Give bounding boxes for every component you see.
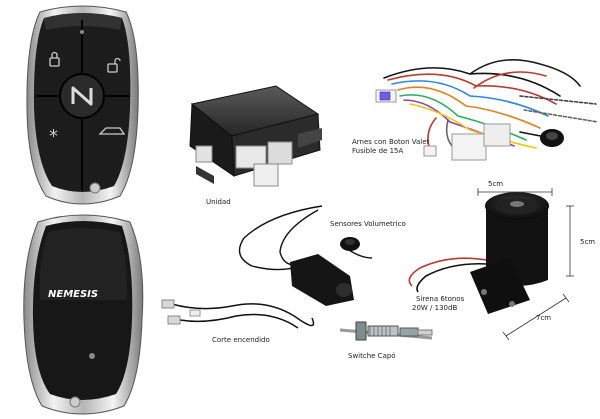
lock-icon bbox=[49, 57, 60, 67]
label-unit: Unidad bbox=[206, 198, 231, 206]
label-ignition-cut: Corte encendido bbox=[212, 336, 270, 344]
remote-front: * bbox=[26, 5, 139, 205]
ignition-cut-cable bbox=[161, 299, 315, 329]
hood-switch bbox=[339, 321, 433, 341]
control-unit bbox=[189, 85, 322, 187]
unlock-icon bbox=[107, 63, 118, 73]
label-hood-switch: Switche Capó bbox=[348, 352, 396, 360]
panic-icon: * bbox=[49, 126, 58, 147]
label-siren-line2: 20W / 130dB bbox=[412, 304, 458, 312]
label-harness-line1: Arnes con Boton Valet bbox=[352, 138, 430, 146]
wiring-harness bbox=[375, 58, 599, 161]
remote-back bbox=[23, 214, 144, 415]
siren bbox=[408, 192, 549, 314]
label-siren-line1: Sirena 6tonos bbox=[416, 295, 465, 303]
label-harness-line2: Fusible de 15A bbox=[352, 147, 404, 155]
label-dim-height: 5cm bbox=[580, 238, 596, 246]
label-dim-depth: 7cm bbox=[536, 314, 552, 322]
label-dim-width: 5cm bbox=[488, 180, 504, 188]
label-sensors: Sensores Volumetrico bbox=[330, 220, 406, 228]
trunk-icon bbox=[98, 127, 126, 135]
remote-logo: NEMESIS bbox=[48, 289, 99, 300]
volumetric-sensors bbox=[238, 205, 373, 306]
dimension-lines bbox=[477, 188, 574, 341]
